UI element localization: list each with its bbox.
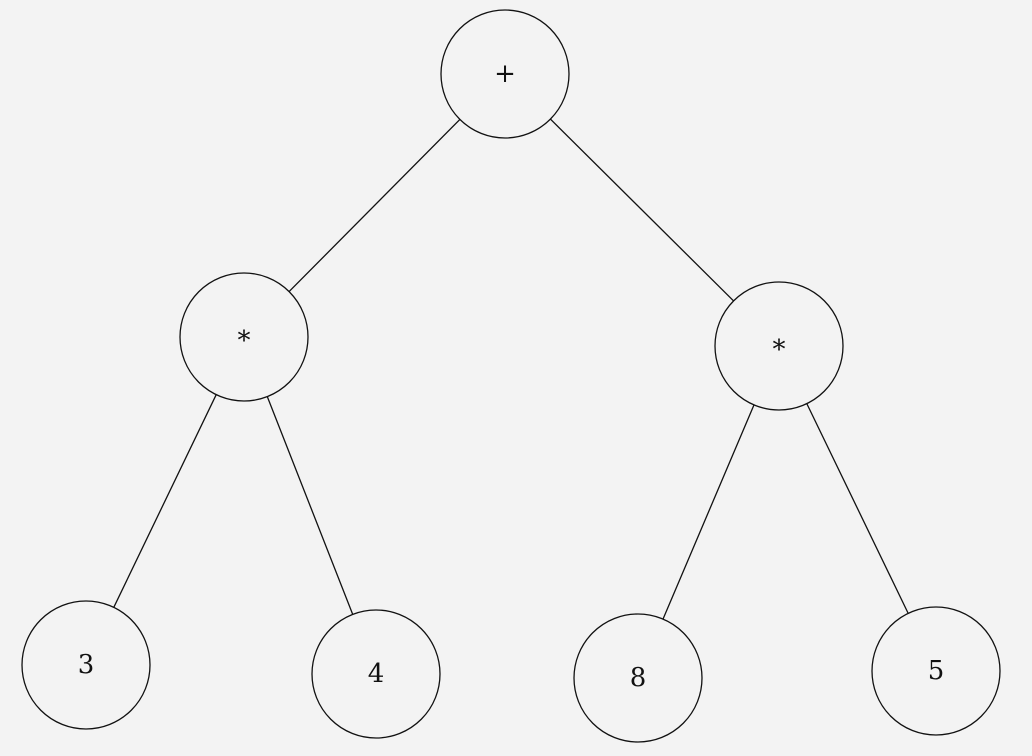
edges-layer [113,118,909,620]
node-label-leaf-8: 8 [630,663,647,693]
edge-root-to-mul-right [549,118,735,302]
node-label-leaf-3: 3 [78,650,95,680]
edge-root-to-mul-left [288,118,461,293]
node-label-leaf-4: 4 [368,659,385,689]
node-circle-leaf-3 [21,600,151,730]
node-root: + [440,9,570,139]
nodes-layer: + * * 3 4 8 5 [21,9,1001,743]
node-circle-root [440,9,570,139]
edge-mul-left-to-leaf-3 [113,394,217,608]
edge-mul-right-to-leaf-8 [662,404,755,620]
node-circle-leaf-5 [871,606,1001,736]
node-circle-leaf-4 [311,609,441,739]
node-leaf-4: 4 [311,609,441,739]
node-circle-mul-left [179,272,309,402]
node-label-mul-right: * [773,335,786,365]
node-mul-right: * [714,281,844,411]
node-circle-leaf-8 [573,613,703,743]
node-leaf-5: 5 [871,606,1001,736]
node-leaf-8: 8 [573,613,703,743]
node-label-mul-left: * [238,326,251,356]
edge-mul-right-to-leaf-5 [806,403,909,614]
edge-mul-left-to-leaf-4 [266,396,354,615]
node-mul-left: * [179,272,309,402]
node-label-root: + [494,59,516,89]
node-leaf-3: 3 [21,600,151,730]
node-circle-mul-right [714,281,844,411]
node-label-leaf-5: 5 [928,656,945,686]
